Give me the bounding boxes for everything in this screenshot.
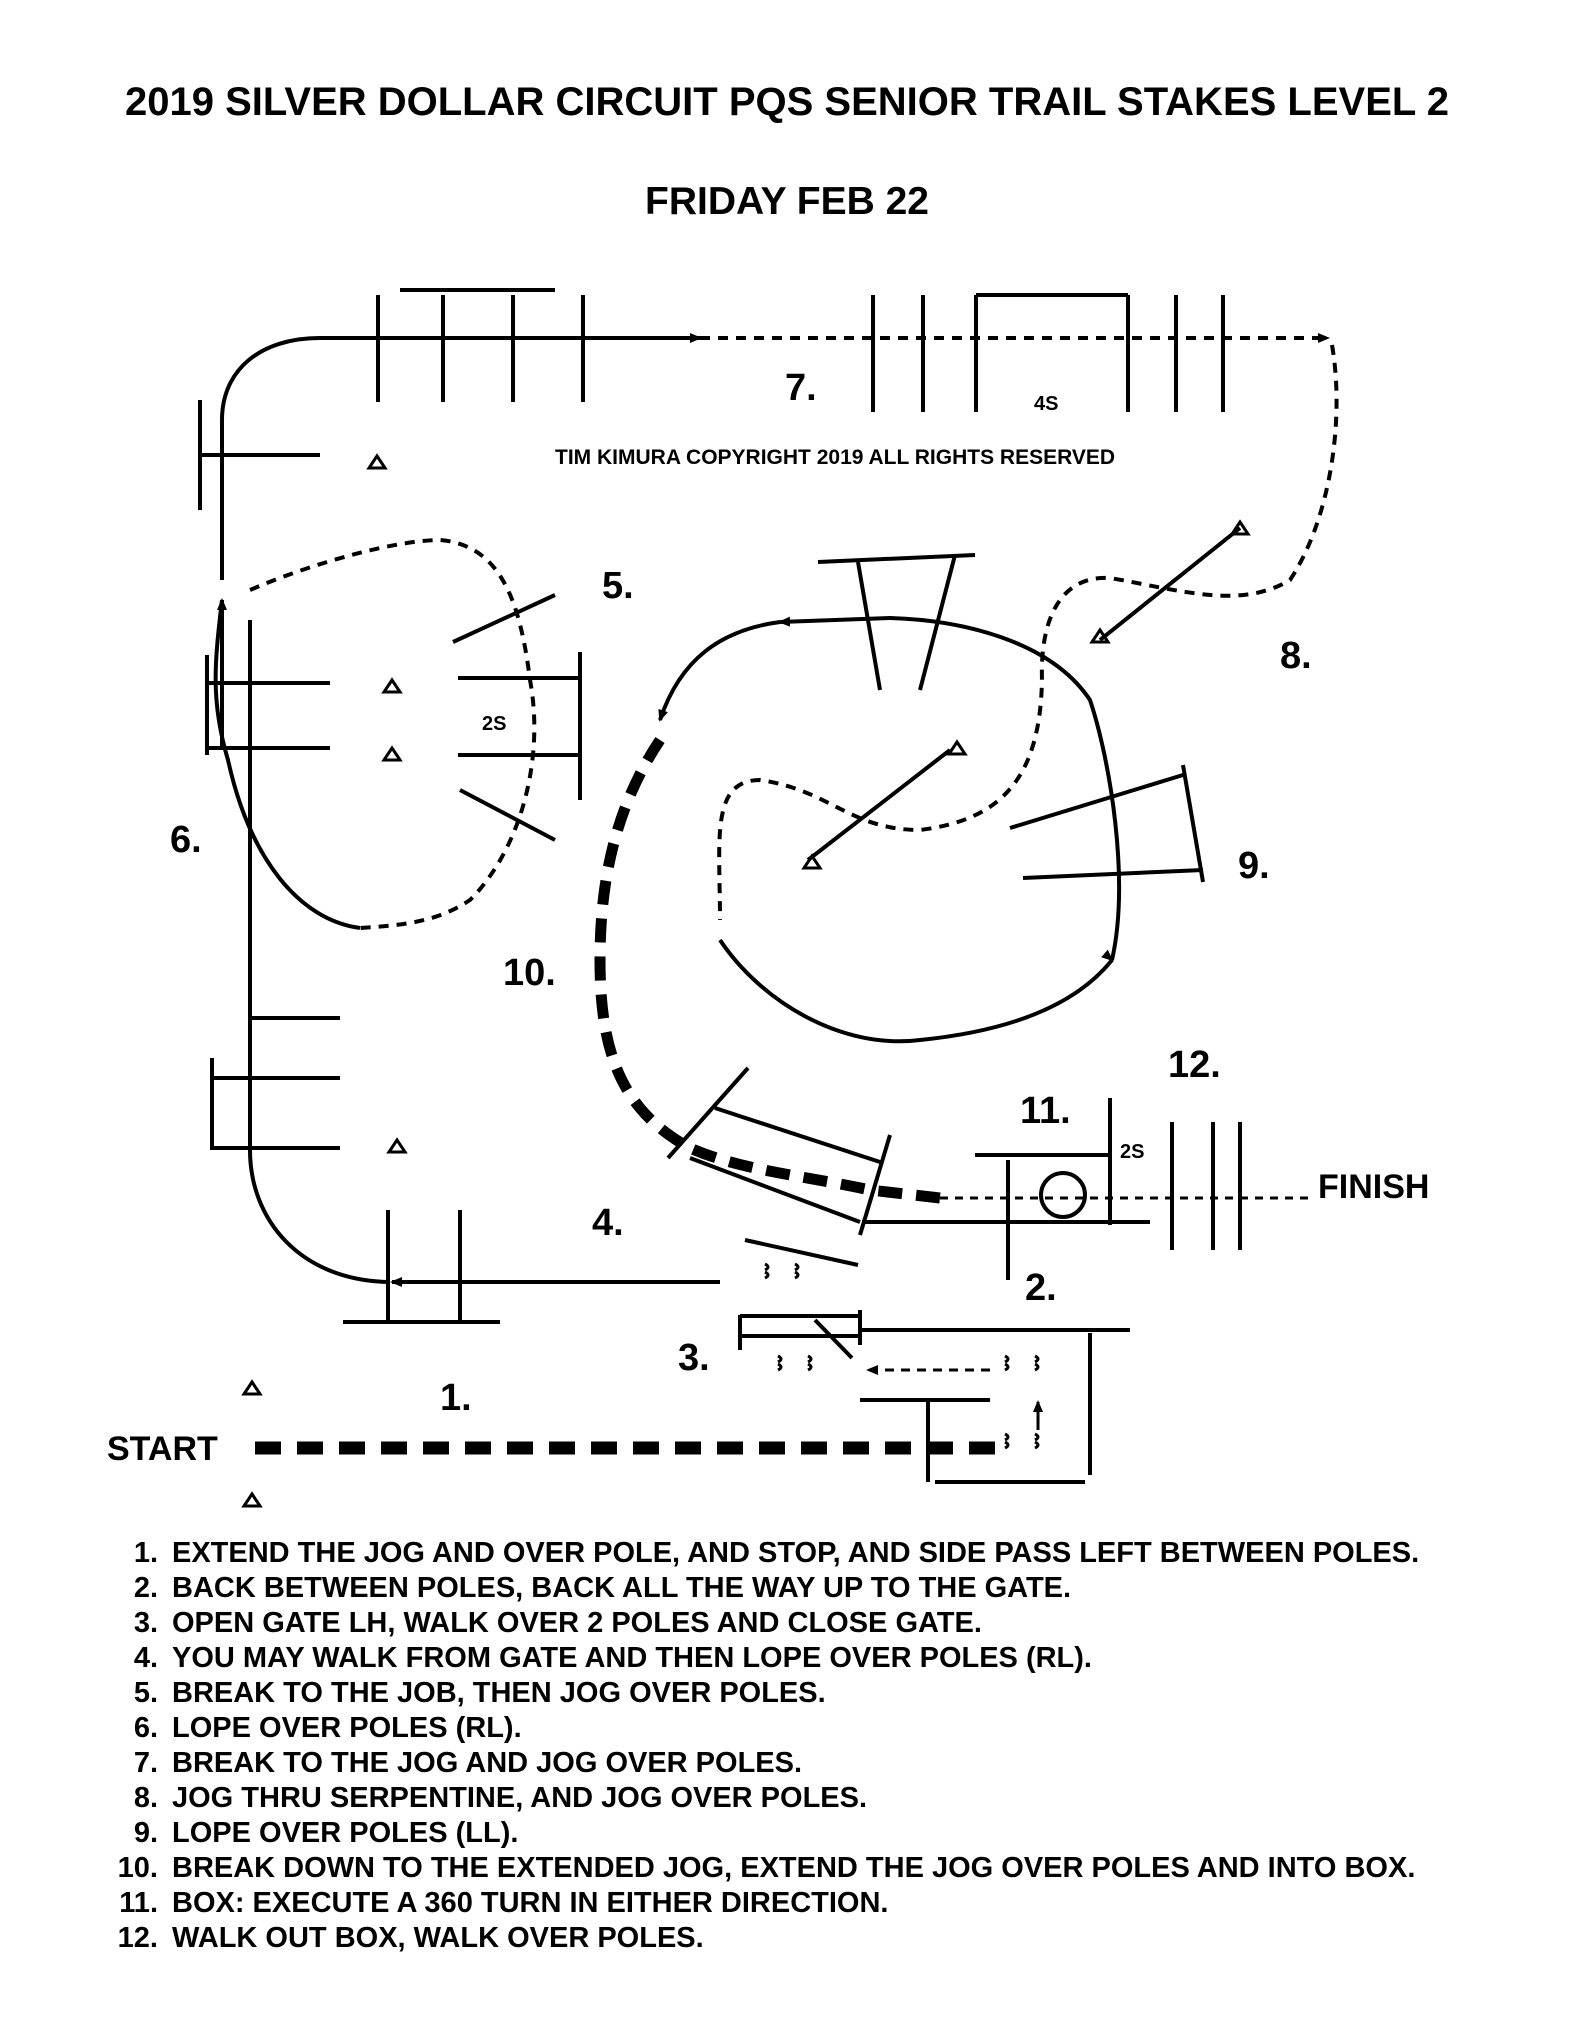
step-text: BREAK DOWN TO THE EXTENDED JOG, EXTEND T… <box>172 1852 1416 1884</box>
step-text: EXTEND THE JOG AND OVER POLE, AND STOP, … <box>172 1537 1420 1569</box>
step-text: YOU MAY WALK FROM GATE AND THEN LOPE OVE… <box>172 1642 1092 1674</box>
cone-icon <box>366 453 388 470</box>
step-number: 1. <box>133 1537 158 1569</box>
cone-icon <box>381 745 403 762</box>
cone-icon <box>381 677 403 694</box>
obstacle-9-poles <box>1009 764 1205 883</box>
obstacle-number-10: 10. <box>503 952 556 994</box>
spacing-label-7: 4S <box>1034 393 1058 415</box>
step-text: BREAK TO THE JOB, THEN JOG OVER POLES. <box>172 1677 826 1709</box>
step-number: 8. <box>133 1782 158 1814</box>
step-number: 12. <box>117 1922 158 1954</box>
right-loop <box>778 615 1121 961</box>
list-item: 4. YOU MAY WALK FROM GATE AND THEN LOPE O… <box>88 1641 1538 1676</box>
step-text: BACK BETWEEN POLES, BACK ALL THE WAY UP … <box>172 1572 1072 1604</box>
start-label: START <box>107 1430 218 1468</box>
obstacle-5-poles <box>452 593 582 842</box>
list-item: 7. BREAK TO THE JOG AND JOG OVER POLES. <box>88 1746 1538 1781</box>
obstacle-number-8: 8. <box>1280 635 1312 677</box>
page-title: 2019 SILVER DOLLAR CIRCUIT PQS SENIOR TR… <box>125 80 1449 124</box>
obstacle-12-poles <box>1170 1122 1242 1250</box>
list-item: 3. OPEN GATE LH, WALK OVER 2 POLES AND CL… <box>88 1606 1538 1641</box>
pole-markers <box>764 1262 1040 1450</box>
obstacle-number-6: 6. <box>170 819 202 861</box>
path-obstacle-10 <box>594 736 941 1204</box>
obstacle-7b-poles <box>871 293 1225 412</box>
instruction-list: 1. EXTEND THE JOG AND OVER POLE, AND STOP… <box>88 1536 1538 1956</box>
step-number: 11. <box>119 1887 158 1919</box>
step-text: LOPE OVER POLES (LL). <box>172 1817 519 1849</box>
loop-obstacle-6 <box>213 599 361 930</box>
step-text: BREAK TO THE JOG AND JOG OVER POLES. <box>172 1747 803 1779</box>
list-item: 9. LOPE OVER POLES (LL). <box>88 1816 1538 1851</box>
cones <box>241 453 1251 1508</box>
obstacle-11-box <box>862 1098 1150 1280</box>
step-number: 4. <box>133 1642 158 1674</box>
spacing-label-11: 2S <box>1120 1141 1144 1163</box>
step-text: BOX: EXECUTE A 360 TURN IN EITHER DIRECT… <box>172 1887 889 1919</box>
obstacle-number-1: 1. <box>440 1377 472 1419</box>
cone-icon <box>386 1137 408 1154</box>
obstacle-number-3: 3. <box>678 1337 710 1379</box>
obstacle-number-9: 9. <box>1238 845 1270 887</box>
obstacle-8-poles <box>806 526 1242 862</box>
right-dotted-path <box>717 344 1339 921</box>
list-item: 2. BACK BETWEEN POLES, BACK ALL THE WAY U… <box>88 1571 1538 1606</box>
step-text: JOG THRU SERPENTINE, AND JOG OVER POLES. <box>172 1782 868 1814</box>
step-text: WALK OUT BOX, WALK OVER POLES. <box>172 1922 704 1954</box>
list-item: 12. WALK OUT BOX, WALK OVER POLES. <box>88 1921 1538 1956</box>
obstacle-3-gate <box>738 1310 1130 1484</box>
list-item: 8. JOG THRU SERPENTINE, AND JOG OVER POLE… <box>88 1781 1538 1816</box>
obstacle-number-7: 7. <box>785 367 817 409</box>
step-number: 2. <box>133 1572 158 1604</box>
step-number: 10. <box>117 1852 158 1884</box>
list-item: 6. LOPE OVER POLES (RL). <box>88 1711 1538 1746</box>
obstacle-1-poles <box>343 1210 500 1324</box>
left-side-path <box>248 620 389 1284</box>
top-left-path <box>220 333 702 580</box>
cone-icon <box>241 1379 263 1396</box>
list-item: 10. BREAK DOWN TO THE EXTENDED JOG, EXTEN… <box>88 1851 1538 1886</box>
step-number: 9. <box>133 1817 158 1849</box>
cone-icon <box>241 1491 263 1508</box>
finish-label: FINISH <box>1318 1168 1429 1206</box>
obstacle-number-4: 4. <box>592 1202 624 1244</box>
step-number: 3. <box>133 1607 158 1639</box>
list-item: 5. BREAK TO THE JOB, THEN JOG OVER POLES. <box>88 1676 1538 1711</box>
step-number: 6. <box>133 1712 158 1744</box>
obstacle-7a-poles <box>198 288 585 510</box>
loop-obstacle-9 <box>718 938 1114 1044</box>
obstacle-number-11: 11. <box>1020 1090 1071 1132</box>
obstacle-number-12: 12. <box>1168 1044 1221 1086</box>
obstacle-10-poles <box>666 1066 892 1267</box>
cone-icon <box>1229 519 1251 536</box>
arc-to-10 <box>658 620 781 722</box>
cone-icon <box>946 739 968 756</box>
step-number: 7. <box>133 1747 158 1779</box>
step-text: LOPE OVER POLES (RL). <box>172 1712 522 1744</box>
page-subtitle: FRIDAY FEB 22 <box>645 180 929 223</box>
trail-course-diagram: TIM KIMURA COPYRIGHT 2019 ALL RIGHTS RES… <box>107 288 1429 1508</box>
obstacle-8-top-poles <box>817 553 976 691</box>
step-number: 5. <box>133 1677 158 1709</box>
list-item: 11. BOX: EXECUTE A 360 TURN IN EITHER DIR… <box>88 1886 1538 1921</box>
obstacle-4-poles <box>210 1016 340 1150</box>
spacing-label-5: 2S <box>482 713 506 735</box>
copyright-text: TIM KIMURA COPYRIGHT 2019 ALL RIGHTS RES… <box>555 446 1115 469</box>
obstacle-6-poles <box>205 655 330 755</box>
step-text: OPEN GATE LH, WALK OVER 2 POLES AND CLOS… <box>172 1607 982 1639</box>
obstacle-number-2: 2. <box>1025 1267 1057 1309</box>
obstacle-number-5: 5. <box>602 565 634 607</box>
list-item: 1. EXTEND THE JOG AND OVER POLE, AND STOP… <box>88 1536 1538 1571</box>
cone-icon <box>1089 627 1111 644</box>
cone-icon <box>801 853 823 870</box>
